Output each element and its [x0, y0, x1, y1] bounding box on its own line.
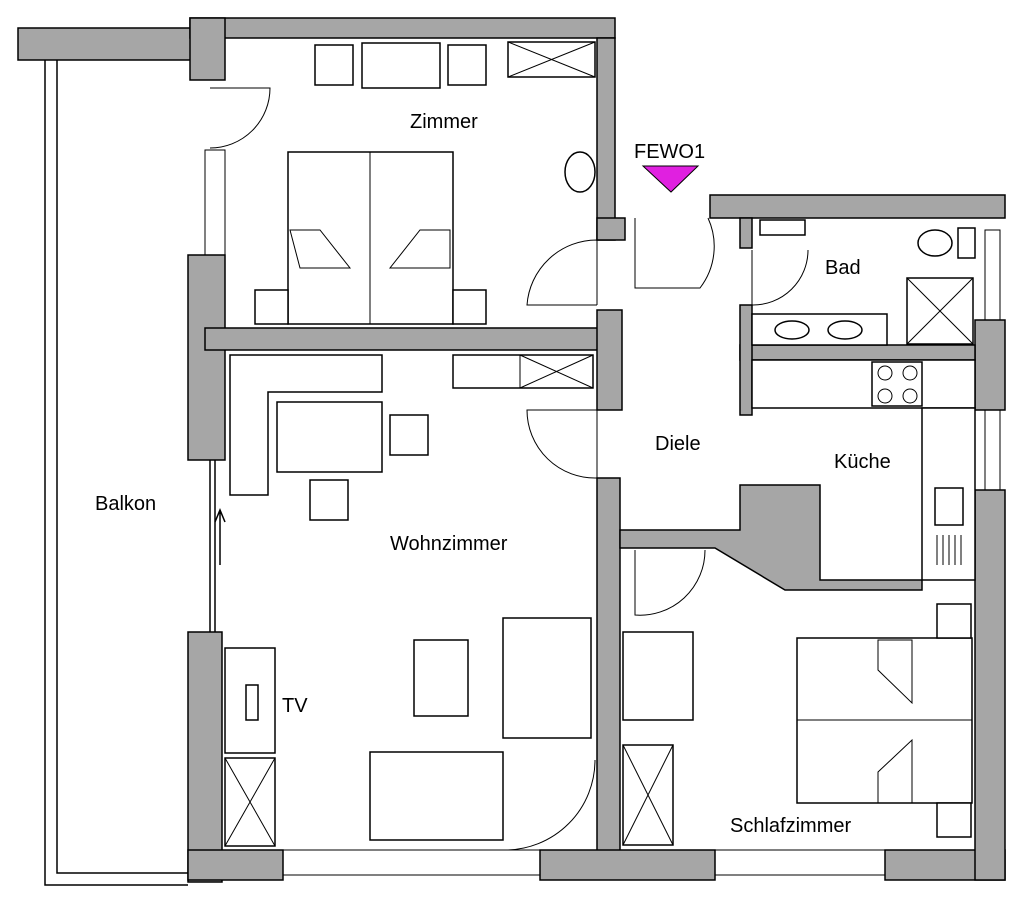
- basin-icon: [774, 320, 810, 340]
- wall: [739, 304, 753, 416]
- bad-fixtures: [751, 219, 976, 346]
- wall: [189, 17, 616, 39]
- chair: [309, 479, 349, 521]
- sofa: [369, 751, 504, 841]
- door-swing: [504, 759, 596, 851]
- wall: [539, 849, 716, 881]
- wall: [596, 477, 621, 864]
- basin-icon: [827, 320, 863, 340]
- entrance-marker-icon: [641, 165, 700, 193]
- window: [282, 849, 541, 876]
- room-label-wohnzimmer: Wohnzimmer: [390, 533, 508, 555]
- chair: [314, 44, 354, 86]
- wall: [189, 17, 226, 81]
- dish-rack: [936, 535, 962, 565]
- wall: [974, 489, 1006, 881]
- balcony-railing: [44, 60, 188, 886]
- wall: [187, 631, 223, 883]
- door-swing: [209, 87, 271, 149]
- chair: [389, 414, 429, 456]
- door-swing: [751, 249, 809, 306]
- toilet-tank: [957, 227, 976, 259]
- wall: [187, 254, 226, 461]
- burner-icon: [902, 365, 918, 381]
- nightstand: [936, 603, 972, 639]
- stove: [871, 361, 923, 407]
- entrance-door-swing: [634, 217, 715, 289]
- towel-rail: [759, 219, 806, 236]
- nightstand: [452, 289, 487, 325]
- bed-divider: [797, 639, 972, 804]
- table: [361, 42, 441, 89]
- door-swing: [526, 239, 598, 306]
- wall: [709, 194, 1006, 219]
- tv-label: TV: [282, 695, 308, 717]
- toilet-icon: [917, 229, 953, 257]
- sliding-arrow-icon: [214, 508, 226, 565]
- burner-icon: [877, 365, 893, 381]
- window: [204, 149, 226, 256]
- wall: [974, 319, 1006, 411]
- dining-table: [276, 401, 383, 473]
- wall: [596, 217, 626, 241]
- burner-icon: [877, 388, 893, 404]
- window: [984, 409, 1001, 491]
- sink-icon: [564, 151, 596, 193]
- tv-icon: [245, 684, 259, 721]
- balcony: [17, 27, 194, 886]
- room-label-schlafzimmer: Schlafzimmer: [730, 815, 851, 837]
- shower-cross: [906, 277, 974, 345]
- wardrobe-cross: [507, 41, 596, 78]
- sideboard: [452, 354, 594, 389]
- zimmer-furniture: [254, 41, 596, 325]
- counter: [751, 359, 976, 409]
- windows: [204, 149, 1001, 876]
- room-labels: Zimmer FEWO1 Bad Diele Küche Balkon Wohn…: [95, 111, 891, 837]
- wall: [187, 849, 284, 881]
- sofa: [502, 617, 592, 739]
- schlafzimmer-furniture: [622, 603, 973, 846]
- window: [714, 849, 886, 876]
- sideboard-cross: [519, 354, 594, 389]
- wardrobe-cross: [622, 744, 674, 846]
- wall: [619, 484, 923, 591]
- room-label-bad: Bad: [825, 257, 861, 279]
- wohnzimmer-furniture: [224, 354, 594, 847]
- doors: [209, 87, 809, 851]
- door-swing: [634, 549, 706, 616]
- kitchen-sink: [934, 487, 964, 526]
- room-label-balkon: Balkon: [95, 493, 156, 515]
- wall: [739, 217, 753, 249]
- vanity: [751, 313, 888, 346]
- room-label-kueche: Küche: [834, 451, 891, 473]
- window: [984, 229, 1001, 321]
- balcony-door: [209, 460, 216, 632]
- corner-sofa: [229, 354, 383, 496]
- room-label-zimmer: Zimmer: [410, 111, 478, 133]
- wall: [596, 37, 616, 241]
- wall: [739, 344, 976, 361]
- door-swing: [526, 409, 598, 479]
- room-label-diele: Diele: [655, 433, 701, 455]
- walls: [187, 17, 1006, 883]
- unit-label: FEWO1: [634, 141, 705, 163]
- nightstand: [254, 289, 289, 325]
- wall: [204, 327, 616, 351]
- kitchen-fixtures: [751, 359, 976, 581]
- wall: [596, 309, 623, 411]
- burner-icon: [902, 388, 918, 404]
- wardrobe-cross: [224, 757, 276, 847]
- armchair: [622, 631, 694, 721]
- coffee-table: [413, 639, 469, 717]
- nightstand: [936, 802, 972, 838]
- chair: [447, 44, 487, 86]
- bed-divider: [289, 152, 451, 324]
- balcony-top-wall: [17, 27, 194, 61]
